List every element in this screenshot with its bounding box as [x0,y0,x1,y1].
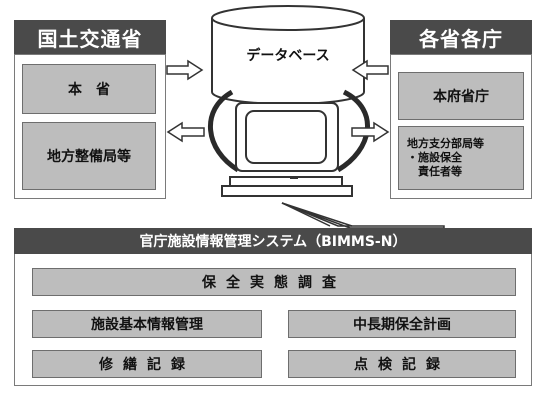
module-repair-record: 修繕記録 [32,350,262,378]
arrow-left-icon [166,121,205,143]
right-org-box-branch-line2: ・施設保全 [407,151,462,164]
left-org-box-honsho: 本 省 [22,64,156,114]
right-org-box-ministries: 本府省庁 [398,72,524,120]
computer-icon [221,102,353,197]
module-long-term-plan: 中長期保全計画 [288,310,516,338]
module-basic-info: 施設基本情報管理 [32,310,262,338]
database-icon [211,5,365,105]
module-inspection-record: 点検記録 [288,350,516,378]
left-org-box-regional: 地方整備局等 [22,122,156,190]
left-org-title: 国土交通省 [14,20,166,54]
system-title: 官庁施設情報管理システム（BIMMS-N） [14,228,532,254]
right-org-box-branch-line3: 責任者等 [407,165,462,178]
module-field-survey: 保全実態調査 [32,268,516,296]
database-label: データベース [246,48,330,64]
arrow-right-icon [166,59,204,81]
right-org-box-branch-line1: 地方支分部局等 [407,137,484,150]
right-org-title: 各省各庁 [390,20,532,54]
callout-pointer [281,202,445,229]
arrow-right-icon [351,121,390,143]
arrow-left-icon [351,59,389,81]
right-org-box-branch: 地方支分部局等 ・施設保全 責任者等 [398,126,524,190]
